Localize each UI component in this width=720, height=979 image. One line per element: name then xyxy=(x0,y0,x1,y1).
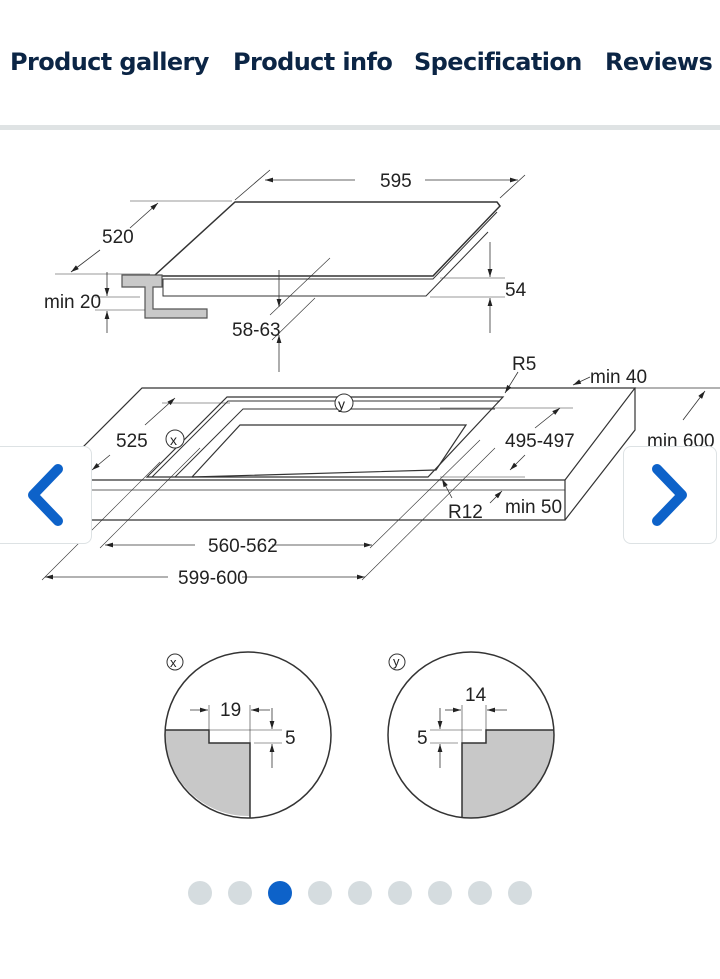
pagination-dot-6[interactable] xyxy=(388,881,412,905)
tab-specification[interactable]: Specification xyxy=(414,48,582,76)
dim-y-depth: 5 xyxy=(417,728,428,749)
tab-product-info[interactable]: Product info xyxy=(233,48,393,76)
pagination-dot-4[interactable] xyxy=(308,881,332,905)
dim-hob-depth: 520 xyxy=(102,227,134,248)
dim-y-width: 14 xyxy=(465,685,487,706)
pagination-dot-7[interactable] xyxy=(428,881,452,905)
dim-cutout-depth: 495-497 xyxy=(505,431,575,452)
pagination-dot-2[interactable] xyxy=(228,881,252,905)
hob-drawing xyxy=(55,169,526,372)
marker-y: y xyxy=(338,396,345,412)
pagination-dot-3-active[interactable] xyxy=(268,881,292,905)
dim-hob-height: 54 xyxy=(505,280,527,301)
dim-min-clearance: min 20 xyxy=(44,292,101,313)
dim-x-width: 19 xyxy=(220,700,241,721)
dim-min-40: min 40 xyxy=(590,367,647,388)
tab-reviews[interactable]: Reviews xyxy=(605,48,713,76)
dim-cutout-width: 560-562 xyxy=(208,536,278,557)
dim-x-depth: 5 xyxy=(285,728,296,749)
product-tabs: Product gallery Product info Specificati… xyxy=(0,0,720,126)
cutout-drawing xyxy=(0,371,720,581)
dim-r5: R5 xyxy=(512,354,536,375)
installation-diagram: 595 520 min 20 54 58-63 xyxy=(0,140,720,840)
dim-525: 525 xyxy=(116,431,148,452)
detail-x xyxy=(164,651,332,819)
chevron-right-icon xyxy=(652,464,687,526)
dim-r12: R12 xyxy=(448,502,483,523)
marker-x: x xyxy=(170,432,177,448)
pagination-dot-1[interactable] xyxy=(188,881,212,905)
dim-hob-width: 595 xyxy=(380,171,412,192)
pagination-dot-9[interactable] xyxy=(508,881,532,905)
gallery-prev-button[interactable] xyxy=(0,446,92,544)
chevron-left-icon xyxy=(27,464,63,526)
detail-x-marker: x xyxy=(170,655,177,670)
pagination-dot-8[interactable] xyxy=(468,881,492,905)
tabs-divider xyxy=(0,125,720,130)
tab-product-gallery[interactable]: Product gallery xyxy=(10,48,209,76)
dim-min-50: min 50 xyxy=(505,497,562,518)
pagination-dot-5[interactable] xyxy=(348,881,372,905)
detail-y-marker: y xyxy=(393,654,400,669)
dim-recess: 58-63 xyxy=(232,320,281,341)
dim-outer-width: 599-600 xyxy=(178,568,248,589)
detail-y xyxy=(387,651,555,819)
gallery-next-button[interactable] xyxy=(623,446,717,544)
gallery-pagination xyxy=(188,881,532,905)
